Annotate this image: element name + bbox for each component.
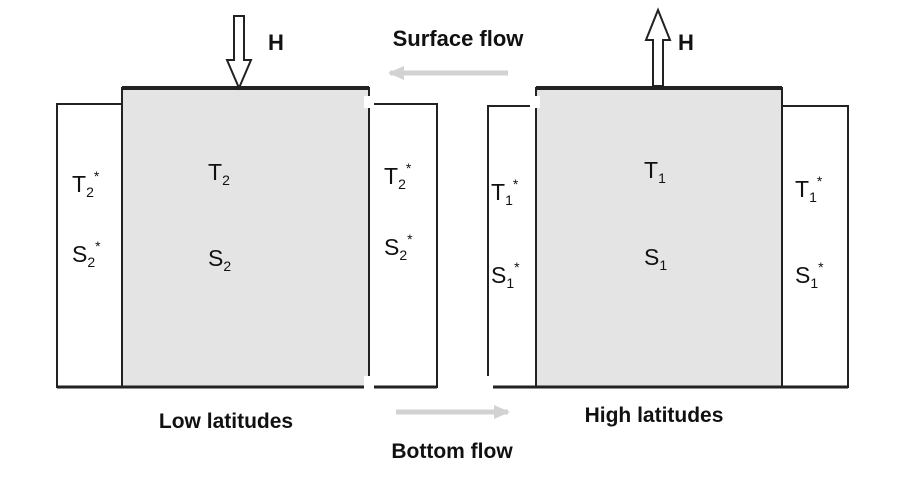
low-inner-box xyxy=(121,87,370,388)
high-latitudes-group xyxy=(487,86,849,389)
bottom-flow-label: Bottom flow xyxy=(391,440,513,463)
low-latitudes-group xyxy=(56,86,438,389)
low-top-gap xyxy=(364,96,374,108)
low-outer-right-box xyxy=(368,103,438,388)
high-outer-left-salinity: S1* xyxy=(491,259,520,291)
low-latitudes-label: Low latitudes xyxy=(159,410,293,433)
low-bottom-gap xyxy=(364,376,374,392)
low-outer-left-salinity: S2* xyxy=(72,238,101,270)
low-outer-right-temperature: T2* xyxy=(384,160,412,192)
high-outer-right-salinity: S1* xyxy=(795,259,824,291)
surface-flow-arrow xyxy=(388,66,508,80)
high-outer-left-box xyxy=(487,105,537,388)
low-outer-right-salinity: S2* xyxy=(384,231,413,263)
high-outer-right-box xyxy=(781,105,849,388)
heat-in-arrow-icon xyxy=(225,15,253,91)
low-inner-salinity: S2 xyxy=(208,245,231,274)
high-outer-left-temperature: T1* xyxy=(491,176,519,208)
high-inner-salinity: S1 xyxy=(644,244,667,273)
bottom-flow-arrow xyxy=(396,405,510,419)
low-outer-left-box xyxy=(56,103,124,388)
high-inner-temperature: T1 xyxy=(644,157,666,186)
high-bottom-gap xyxy=(483,376,493,392)
high-latitudes-label: High latitudes xyxy=(585,404,724,427)
heat-left-label: H xyxy=(268,30,284,55)
surface-flow-label: Surface flow xyxy=(393,26,525,51)
high-top-gap xyxy=(530,96,540,108)
high-outer-right-temperature: T1* xyxy=(795,173,823,205)
heat-out-arrow-icon xyxy=(644,7,672,87)
heat-right-label: H xyxy=(678,30,694,55)
low-outer-left-temperature: T2* xyxy=(72,168,100,200)
high-inner-box xyxy=(535,87,783,388)
low-inner-temperature: T2 xyxy=(208,159,230,188)
